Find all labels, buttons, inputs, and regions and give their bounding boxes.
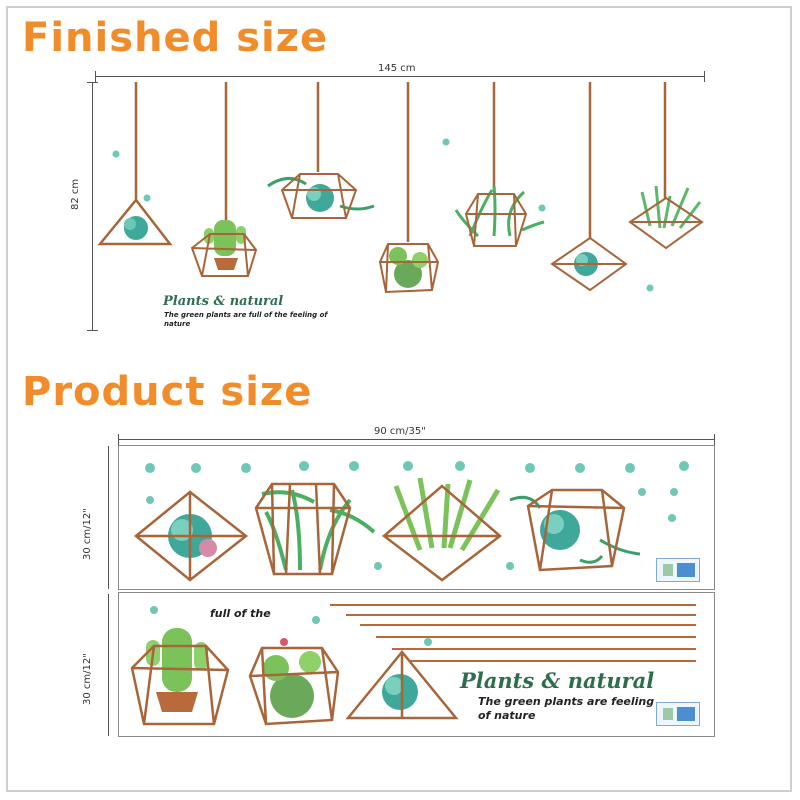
sheet1-hex-grass xyxy=(254,482,376,576)
brand-title-product: Plants & natural xyxy=(460,668,655,693)
finished-width-line xyxy=(95,76,705,77)
hanging-string-strip xyxy=(346,614,696,616)
brand-subtitle-product: The green plants are feeling of nature xyxy=(478,695,655,722)
hanging-string-strip xyxy=(392,648,696,650)
sheet1-geometric-succulent xyxy=(509,488,641,572)
hanging-string-strip xyxy=(410,660,696,662)
hanging-string-strip xyxy=(330,604,696,606)
sheet2-triangle-succulent xyxy=(345,650,459,720)
product-width-line xyxy=(118,439,715,440)
finished-height-line xyxy=(92,82,93,330)
finished-size-heading: Finished size xyxy=(22,15,329,61)
hanging-diamond-succulent xyxy=(550,236,628,292)
finished-width-tick-right xyxy=(704,71,705,82)
hanging-cactus-planter xyxy=(190,220,258,277)
hanging-string-strip xyxy=(376,636,696,638)
finished-width-tick-left xyxy=(95,71,96,82)
finished-height-tick-bottom xyxy=(87,330,98,331)
hanging-triangle-succulent xyxy=(97,197,173,246)
product-sheet-1 xyxy=(118,445,715,590)
text-fragment: full of the xyxy=(210,607,271,620)
hanging-geometric-grass xyxy=(454,185,545,247)
sticker-label-badge xyxy=(656,702,700,726)
sheet2-octagon-cactus xyxy=(248,638,340,726)
finished-width-label: 145 cm xyxy=(378,63,416,74)
sheet1-diamond-aloe xyxy=(382,477,502,582)
sheet1-diamond-succulent xyxy=(134,490,249,582)
product-width-label: 90 cm/35" xyxy=(374,426,426,437)
product-sheet1-height-line xyxy=(108,446,109,589)
hanging-string-strip xyxy=(360,624,696,626)
hanging-geometric-succulent xyxy=(267,173,375,219)
brand-subtitle-finished: The green plants are full of the feeling… xyxy=(164,311,328,328)
sticker-label-badge xyxy=(656,558,700,582)
product-sheet2-height-line xyxy=(108,594,109,736)
product-size-heading: Product size xyxy=(22,369,313,415)
product-width-tick-right xyxy=(714,434,715,445)
finished-height-tick-top xyxy=(87,82,98,83)
hanging-octagon-cactus xyxy=(378,243,440,294)
product-width-tick-left xyxy=(118,434,119,445)
brand-title-finished: Plants & natural xyxy=(163,294,284,309)
sheet2-cactus-planter xyxy=(130,628,230,726)
hanging-diamond-aloe xyxy=(628,185,704,250)
